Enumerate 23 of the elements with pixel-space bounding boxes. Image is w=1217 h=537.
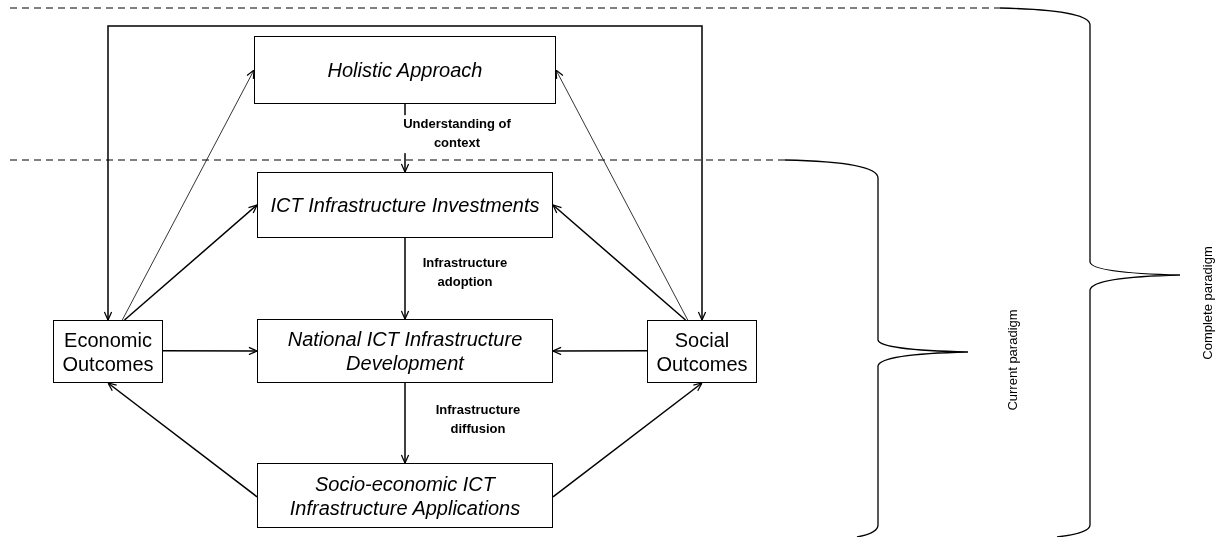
brace-label: Current paradigm <box>1004 309 1020 411</box>
arrow <box>162 346 258 356</box>
box-label: Economic Outcomes <box>61 327 155 376</box>
process-box <box>257 463 553 528</box>
process-box <box>53 320 163 383</box>
process-box <box>257 319 553 383</box>
process-box <box>254 36 556 104</box>
arrow <box>103 25 707 321</box>
arrow <box>123 204 258 321</box>
arrow <box>552 346 648 356</box>
box-label: National ICT Infrastructure Development <box>286 327 524 375</box>
process-box <box>647 320 757 383</box>
process-box <box>257 172 553 238</box>
box-label: Socio-economic ICT Infrastructure Applications <box>288 471 522 520</box>
box-label: Holistic Approach <box>327 58 483 82</box>
box-label: Social Outcomes <box>655 327 749 376</box>
brace-label: Complete paradigm <box>1199 246 1215 360</box>
box-label: ICT Infrastructure Investments <box>270 193 540 217</box>
arrow <box>400 382 410 464</box>
arrow <box>400 237 410 320</box>
arrow <box>107 382 258 498</box>
arrow <box>552 382 703 498</box>
arrow <box>552 204 687 321</box>
